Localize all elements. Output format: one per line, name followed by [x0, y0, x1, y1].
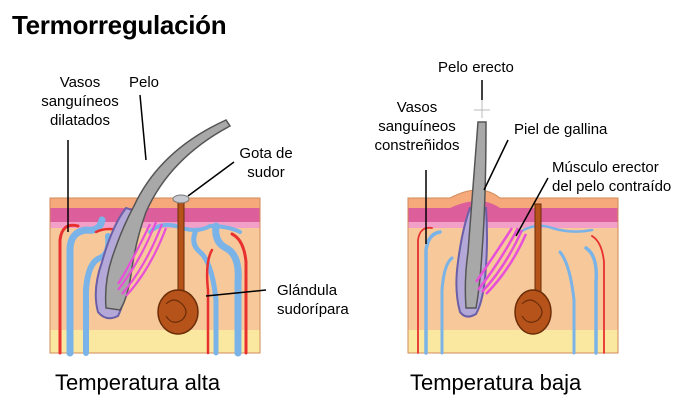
arrector-muscle-contracted: [474, 227, 528, 295]
label-goosebumps: Piel de gallina: [514, 121, 608, 138]
label-line: constreñidos: [374, 137, 460, 154]
label-line: Vasos: [59, 74, 101, 91]
label-line: sanguíneos: [41, 93, 119, 110]
label-line: sanguíneos: [378, 118, 456, 135]
label-dilated-vessels: Vasos sanguíneos dilatados: [32, 73, 128, 130]
sweat-drop: [172, 194, 190, 204]
label-line: sudor: [247, 164, 285, 181]
caption-low-temp: Temperatura baja: [410, 370, 582, 395]
label-line: Músculo erector: [552, 159, 659, 176]
label-sweat-drop: Gota de sudor: [228, 144, 304, 182]
page-title: Termorregulación: [12, 10, 227, 40]
label-line: dilatados: [49, 112, 111, 129]
label-line: Vasos: [396, 99, 438, 116]
label-erect-hair: Pelo erecto: [438, 59, 514, 76]
label-sweat-gland: Glándula sudorípara: [277, 281, 349, 319]
label-line: sudorípara: [277, 301, 349, 318]
pointer-lines-right: [425, 80, 549, 244]
label-contracted-muscle: Músculo erector del pelo contraído: [552, 158, 671, 196]
label-line: del pelo contraído: [552, 178, 672, 195]
pointer-lines-left: [67, 94, 267, 297]
sweat-gland-high: [157, 194, 199, 335]
label-hair: Pelo: [129, 74, 160, 91]
arrector-muscle-relaxed: [117, 221, 168, 297]
fat-layer: [50, 330, 260, 353]
skin-section-high-temp: [49, 94, 267, 357]
epidermis-layer-bumped: [408, 190, 618, 208]
dermis-band: [50, 208, 260, 222]
label-constricted-vessels: Vasos sanguíneos constreñidos: [362, 98, 472, 155]
constricted-blood-vessels: [417, 224, 605, 355]
label-line: Gota de: [239, 145, 293, 162]
dilated-blood-vessels: [58, 216, 248, 357]
hair-tip-sparkle-icon: [474, 100, 490, 118]
skin-section-low-temp: [407, 80, 619, 355]
label-line: Glándula: [277, 282, 338, 299]
epidermis-layer: [50, 198, 260, 208]
sweat-gland-low: [514, 203, 552, 335]
caption-high-temp: Temperatura alta: [55, 370, 221, 395]
